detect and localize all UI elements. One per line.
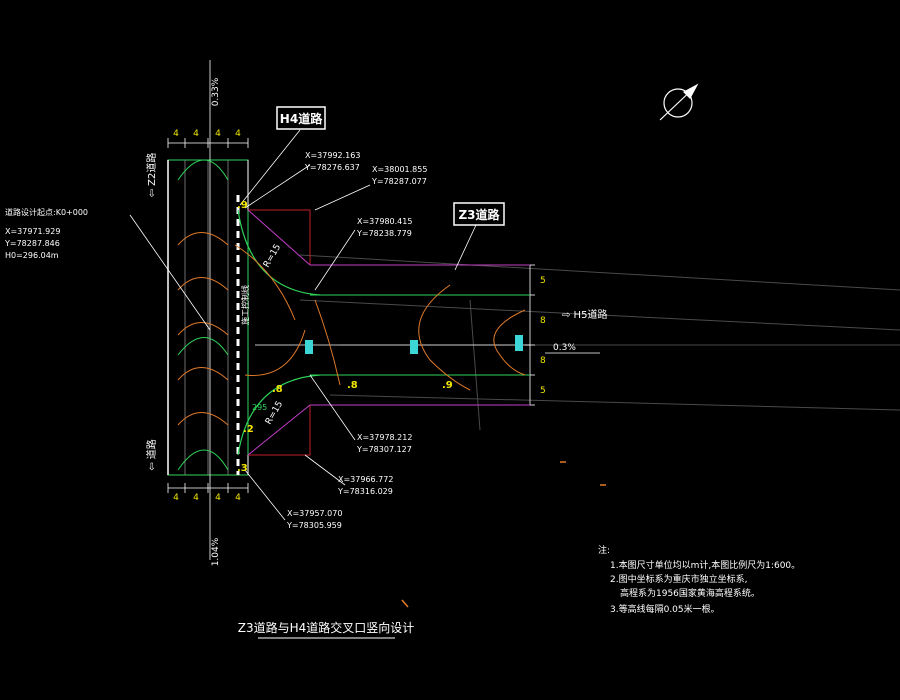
r15-top: R=15 (262, 243, 283, 270)
slope-bottom: 1.04% (211, 537, 221, 566)
to-z2-label: ⇦ Z2道路 (145, 153, 158, 198)
coord-6-y: Y=78305.959 (286, 521, 342, 530)
dim-right-3: 8 (540, 356, 546, 366)
h4-road-label-box (276, 106, 326, 130)
slope-right: 0.3% (553, 343, 576, 353)
coord-1-y: Y=78276.637 (304, 163, 360, 172)
notes-line-2: 2.图中坐标系为重庆市独立坐标系, (610, 573, 747, 585)
contour-lines-green (177, 159, 229, 471)
start-y: Y=78287.846 (4, 239, 60, 248)
elevation-markers (305, 335, 523, 354)
coord-4-y: Y=78307.127 (356, 445, 412, 454)
coord-1-x: X=37992.163 (305, 151, 360, 160)
coord-2-y: Y=78287.077 (371, 177, 427, 186)
coord-6-x: X=37957.070 (287, 509, 342, 518)
leader-lines (129, 129, 477, 521)
drawing-title: Z3道路与H4道路交叉口竖向设计 (238, 620, 415, 635)
z3-road-label-box (453, 202, 505, 226)
start-h: H0=296.04m (5, 251, 59, 260)
coord-5-x: X=37966.772 (338, 475, 393, 484)
dim-top-1: 4 (173, 129, 179, 139)
misc-marks (401, 461, 606, 608)
coord-3-y: Y=78238.779 (356, 229, 412, 238)
dim-right-2: 8 (540, 316, 546, 326)
elev-3: .3 (237, 463, 248, 474)
terrain-lines (299, 254, 900, 431)
dim-bot-2: 4 (193, 493, 199, 503)
coord-4-x: X=37978.212 (357, 433, 412, 442)
notes-line-3: 高程系为1956国家黄海高程系统。 (620, 587, 760, 599)
coord-5-y: Y=78316.029 (337, 487, 393, 496)
dim-bot-3: 4 (215, 493, 221, 503)
notes-line-4: 3.等高线每隔0.05米一根。 (610, 603, 720, 615)
dim-top-2: 4 (193, 129, 199, 139)
notes-heading: 注: (598, 544, 610, 556)
dim-bot-4: 4 (235, 493, 241, 503)
north-arrow-icon (659, 83, 699, 121)
contour-lines (177, 232, 526, 426)
h4-road (167, 60, 249, 560)
start-x: X=37971.929 (5, 227, 60, 236)
z3-road-label: Z3道路 (458, 207, 500, 222)
elev-8a: .8 (272, 384, 283, 395)
elev-2: .2 (243, 424, 254, 435)
elev-8b: .8 (347, 380, 358, 391)
h4-road-label: H4道路 (280, 111, 323, 126)
dim-right-4: 5 (540, 386, 546, 396)
coord-2-x: X=38001.855 (372, 165, 427, 174)
dim-top-4: 4 (235, 129, 241, 139)
dimension-lines (167, 138, 535, 493)
elev-9b: .9 (442, 380, 453, 391)
slope-top: 0.33% (211, 77, 221, 106)
notes-line-1: 1.本图尺寸单位均以m计,本图比例尺为1:600。 (610, 559, 800, 571)
z3-road (237, 209, 530, 456)
dim-right-1: 5 (540, 276, 546, 286)
centerline-label: 施工控制线 (240, 285, 250, 325)
elev-295: 295 (252, 403, 267, 412)
dim-top-3: 4 (215, 129, 221, 139)
dim-bot-1: 4 (173, 493, 179, 503)
to-xx-label: ⇦ 道路 (145, 439, 158, 471)
to-h5-label: ⇨ H5道路 (562, 308, 607, 321)
coord-3-x: X=37980.415 (357, 217, 412, 226)
start-point-label: 道路设计起点:K0+000 (5, 207, 88, 217)
elev-9a: .9 (237, 200, 248, 211)
